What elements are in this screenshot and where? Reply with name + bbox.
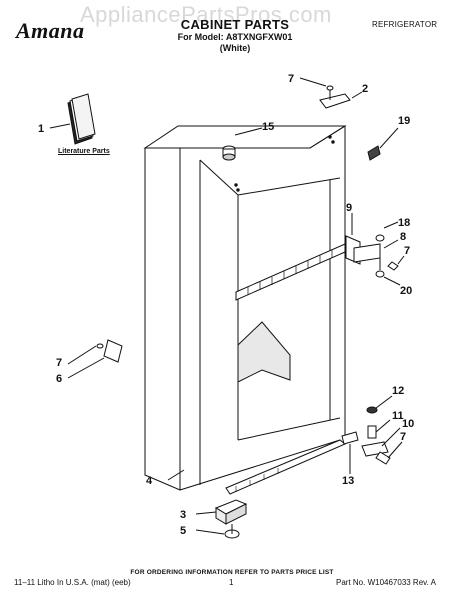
footer-litho: 11–11 Litho In U.S.A. (mat) (eeb) [14, 578, 131, 587]
callout-10: 10 [402, 418, 414, 430]
callout-12: 12 [392, 385, 404, 397]
model-line: For Model: A8TXNGFXW01 [177, 32, 293, 42]
bottom-hinge-assembly [361, 406, 391, 465]
watermark: AppliancePartsPros.com [80, 2, 332, 27]
category-label: REFRIGERATOR [372, 20, 438, 29]
leader-line [375, 419, 391, 433]
leader-line [234, 127, 263, 136]
part-6-bracket [96, 339, 123, 363]
leader-line [49, 123, 71, 129]
leader-line [383, 221, 399, 229]
literature-parts-label: Literature Parts [58, 148, 110, 155]
callout-4: 4 [146, 475, 153, 487]
callout-20: 20 [400, 285, 412, 297]
page-title: CABINET PARTS [180, 17, 290, 32]
callout-13: 13 [342, 475, 354, 487]
callout-11: 11 [392, 410, 404, 422]
callout-7d: 7 [400, 431, 406, 443]
callout-7c: 7 [404, 245, 410, 257]
callout-7a: 7 [288, 73, 294, 85]
page-number: 1 [229, 578, 234, 587]
color-line: (White) [219, 43, 251, 53]
brand-logo: Amana [16, 18, 85, 43]
callout-7b: 7 [56, 357, 62, 369]
ordering-note: FOR ORDERING INFORMATION REFER TO PARTS … [130, 569, 334, 576]
leader-line [379, 127, 399, 149]
part-19-cap [367, 145, 381, 161]
leader-line [195, 529, 225, 535]
callout-9: 9 [346, 202, 352, 214]
leader-line [383, 239, 399, 249]
leader-line [383, 276, 401, 286]
leader-line [299, 77, 327, 87]
leader-line [375, 395, 393, 409]
part-15-button [222, 145, 236, 161]
callout-1: 1 [38, 123, 44, 135]
callout-8: 8 [400, 231, 406, 243]
part-number: Part No. W10467033 Rev. A [336, 578, 436, 587]
callout-6: 6 [56, 373, 62, 385]
leader-line [397, 255, 405, 265]
part-13-plate [341, 431, 359, 445]
leader-line [67, 345, 97, 365]
part-3-bracket [214, 499, 248, 525]
leader-line [167, 469, 185, 481]
leader-line [381, 427, 401, 447]
callout-2: 2 [362, 83, 368, 95]
callout-15: 15 [262, 121, 274, 133]
leader-line [387, 441, 403, 459]
callout-19: 19 [398, 115, 410, 127]
part-2-top-hinge [319, 85, 351, 109]
cabinet-body [143, 125, 347, 495]
callout-5: 5 [180, 525, 186, 537]
leader-line [351, 91, 363, 99]
callout-labels: 1 2 3 4 5 6 7 7 7 7 8 9 10 11 12 13 15 1… [38, 73, 414, 537]
callout-3: 3 [180, 509, 186, 521]
literature-booklet [67, 93, 96, 145]
part-5-leveler [224, 524, 240, 539]
callout-18: 18 [398, 217, 410, 229]
leader-line [195, 511, 217, 515]
center-hinge-assembly [345, 234, 399, 278]
leader-line [67, 357, 105, 379]
